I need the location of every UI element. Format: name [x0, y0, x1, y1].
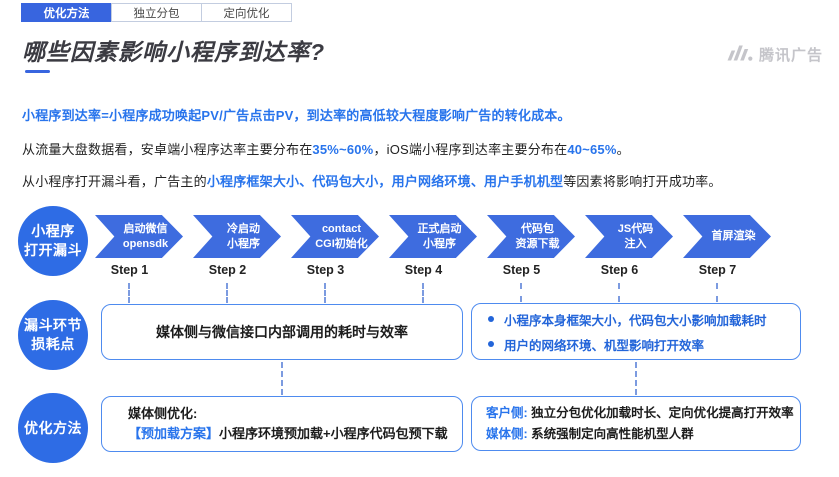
- media-side-text: 系统强制定向高性能机型人群: [527, 426, 694, 441]
- tencent-ads-logo: 腾讯广告: [726, 41, 823, 67]
- loss-row-badge-line1: 漏斗环节: [24, 317, 82, 334]
- preload-plan-highlight: 【预加载方案】: [128, 426, 220, 441]
- funnel-step-arrow: 代码包 资源下载: [487, 215, 575, 258]
- optimize-media-line: 媒体侧: 系统强制定向高性能机型人群: [486, 424, 800, 445]
- arrow-label: 正式启动: [417, 223, 462, 236]
- connector-dash: [635, 362, 637, 395]
- step-label: Step 3: [306, 263, 345, 277]
- optimize-box-media: 媒体侧优化: 【预加载方案】小程序环境预加载+小程序代码包预下载: [101, 396, 463, 452]
- loss-box-media: 媒体侧与微信接口内部调用的耗时与效率: [101, 304, 463, 360]
- tencent-ads-logo-icon: [726, 41, 753, 67]
- arrow-label: contact: [321, 223, 362, 236]
- arrow-label: 冷启动: [227, 223, 260, 236]
- arrow-label: 注入: [624, 237, 647, 250]
- media-side-prefix: 媒体侧:: [486, 426, 528, 441]
- funnel-step-3: contact CGI初始化 Step 3: [291, 215, 379, 277]
- loss-bullet-2: 用户的网络环境、机型影响打开效率: [488, 335, 800, 354]
- connector-dash: [226, 283, 228, 303]
- arrow-label: JS代码: [617, 223, 654, 236]
- funnel-row-badge-line1: 小程序: [31, 223, 75, 240]
- step-label: Step 7: [698, 263, 737, 277]
- p2-part: 。: [616, 142, 630, 157]
- funnel-step-arrow: contact CGI初始化: [291, 215, 379, 258]
- funnel-step-4: 正式启动 小程序 Step 4: [389, 215, 477, 277]
- step-label: Step 4: [404, 263, 443, 277]
- funnel-row-badge-line2: 打开漏斗: [24, 242, 82, 258]
- intro-formula-text: 小程序到达率=小程序成功唤起PV/广告点击PV，到达率的高低较大程度影响广告的转…: [22, 108, 571, 123]
- arrow-label: CGI初始化: [315, 237, 368, 250]
- optimize-client-line: 客户侧: 独立分包优化加载时长、定向优化提高打开效率: [486, 403, 800, 424]
- funnel-step-5: 代码包 资源下载 Step 5: [487, 215, 575, 277]
- arrow-label: 首屏渲染: [711, 230, 756, 243]
- connector-dash: [281, 362, 283, 395]
- step-label: Step 5: [502, 263, 541, 277]
- connector-dash: [618, 283, 620, 302]
- optimize-media-title: 媒体侧优化:: [128, 405, 198, 421]
- funnel-step-7: 首屏渲染 Step 7: [683, 215, 771, 277]
- tab-targeted-optimization[interactable]: 定向优化: [201, 3, 292, 22]
- loss-box-client: 小程序本身框架大小，代码包大小影响加载耗时 用户的网络环境、机型影响打开效率: [471, 303, 801, 360]
- preload-plan-rest: 小程序环境预加载+小程序代码包预下载: [219, 426, 448, 441]
- loss-row-badge-line2: 损耗点: [31, 336, 75, 352]
- p2-part: ，iOS端小程序到达率主要分布在: [373, 142, 568, 157]
- client-side-prefix: 客户侧:: [486, 405, 528, 420]
- tab-bar: 优化方法 独立分包 定向优化: [21, 3, 292, 22]
- tab-optimize-method[interactable]: 优化方法: [21, 3, 112, 22]
- page-title: 哪些因素影响小程序到达率?: [22, 39, 326, 65]
- loss-box-media-text: 媒体侧与微信接口内部调用的耗时与效率: [156, 324, 408, 340]
- arrow-label: opensdk: [122, 237, 169, 250]
- step-label: Step 6: [600, 263, 639, 277]
- intro-distribution-text: 从流量大盘数据看，安卓端小程序达率主要分布在35%~60%，iOS端小程序到达率…: [22, 139, 630, 158]
- connector-dash: [716, 283, 718, 302]
- optimize-box-client: 客户侧: 独立分包优化加载时长、定向优化提高打开效率 媒体侧: 系统强制定向高性…: [471, 396, 801, 451]
- loss-bullet-2-text: 用户的网络环境、机型影响打开效率: [504, 338, 705, 353]
- funnel-step-arrow: JS代码 注入: [585, 215, 673, 258]
- bullet-dot-icon: [488, 341, 494, 347]
- funnel-step-arrow: 首屏渲染: [683, 215, 771, 258]
- funnel-row-badge: 小程序 打开漏斗: [18, 206, 88, 276]
- connector-dash: [422, 283, 424, 303]
- funnel-step-6: JS代码 注入 Step 6: [585, 215, 673, 277]
- connector-dash: [520, 283, 522, 302]
- tab-independent-subpackage[interactable]: 独立分包: [111, 3, 202, 22]
- p3-part: 等因素将影响打开成功率。: [563, 174, 722, 189]
- title-underline: [25, 70, 50, 73]
- step-label: Step 1: [110, 263, 149, 277]
- step-label: Step 2: [208, 263, 247, 277]
- arrow-label: 小程序: [227, 237, 260, 250]
- loss-bullet-1: 小程序本身框架大小，代码包大小影响加载耗时: [488, 310, 800, 329]
- tencent-ads-logo-text: 腾讯广告: [759, 46, 824, 64]
- p2-ios-rate: 40~65%: [567, 142, 617, 157]
- bullet-dot-icon: [488, 316, 494, 322]
- optimize-row-badge: 优化方法: [18, 393, 88, 463]
- loss-bullet-1-text: 小程序本身框架大小，代码包大小影响加载耗时: [504, 313, 767, 328]
- p3-factors: 小程序框架大小、代码包大小，用户网络环境、用户手机机型: [206, 174, 564, 189]
- optimize-media-detail: 【预加载方案】小程序环境预加载+小程序代码包预下载: [128, 424, 462, 444]
- arrow-label: 小程序: [423, 237, 456, 250]
- funnel-step-1: 启动微信 opensdk Step 1: [95, 215, 183, 277]
- optimize-row-badge-line1: 优化方法: [24, 419, 82, 436]
- arrow-label: 资源下载: [515, 237, 560, 250]
- funnel-step-2: 冷启动 小程序 Step 2: [193, 215, 281, 277]
- p2-part: 从流量大盘数据看，安卓端小程序达率主要分布在: [22, 142, 313, 157]
- connector-dash: [128, 283, 130, 303]
- funnel-step-arrow: 正式启动 小程序: [389, 215, 477, 258]
- funnel-step-arrow: 启动微信 opensdk: [95, 215, 183, 258]
- p3-part: 从小程序打开漏斗看，广告主的: [22, 174, 207, 189]
- connector-dash: [324, 283, 326, 303]
- funnel-step-arrow: 冷启动 小程序: [193, 215, 281, 258]
- intro-factors-text: 从小程序打开漏斗看，广告主的小程序框架大小、代码包大小，用户网络环境、用户手机机…: [22, 171, 722, 190]
- client-side-text: 独立分包优化加载时长、定向优化提高打开效率: [527, 405, 794, 420]
- loss-row-badge: 漏斗环节 损耗点: [18, 300, 88, 370]
- p2-android-rate: 35%~60%: [312, 142, 374, 157]
- arrow-label: 启动微信: [123, 223, 168, 236]
- arrow-label: 代码包: [521, 223, 554, 236]
